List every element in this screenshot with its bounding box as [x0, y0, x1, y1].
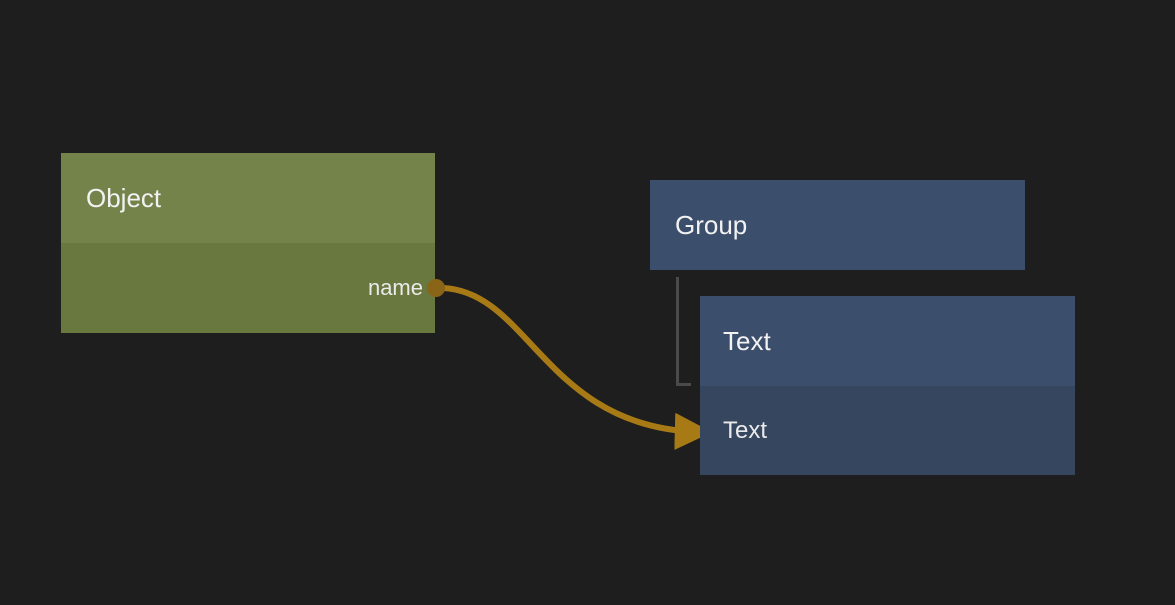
node-object-body: name [61, 243, 435, 333]
node-object-port-row[interactable]: name [368, 243, 435, 333]
node-text-body[interactable]: Text [700, 386, 1075, 475]
node-text[interactable]: Text Text [700, 296, 1075, 475]
node-object[interactable]: Object name [61, 153, 435, 333]
node-text-body-label: Text [723, 416, 768, 444]
node-object-title: Object [86, 182, 162, 213]
port-label-name: name [367, 275, 423, 300]
node-text-header[interactable]: Text [700, 296, 1075, 386]
group-child-bracket [676, 277, 691, 386]
node-object-header[interactable]: Object [61, 153, 435, 243]
node-group-header[interactable]: Group [650, 180, 1025, 270]
node-group-title: Group [675, 209, 748, 240]
node-text-title: Text [723, 325, 771, 356]
node-group[interactable]: Group [650, 180, 1025, 270]
edge-object-name-to-text[interactable] [440, 285, 712, 450]
connector-dot-icon[interactable] [427, 279, 445, 297]
